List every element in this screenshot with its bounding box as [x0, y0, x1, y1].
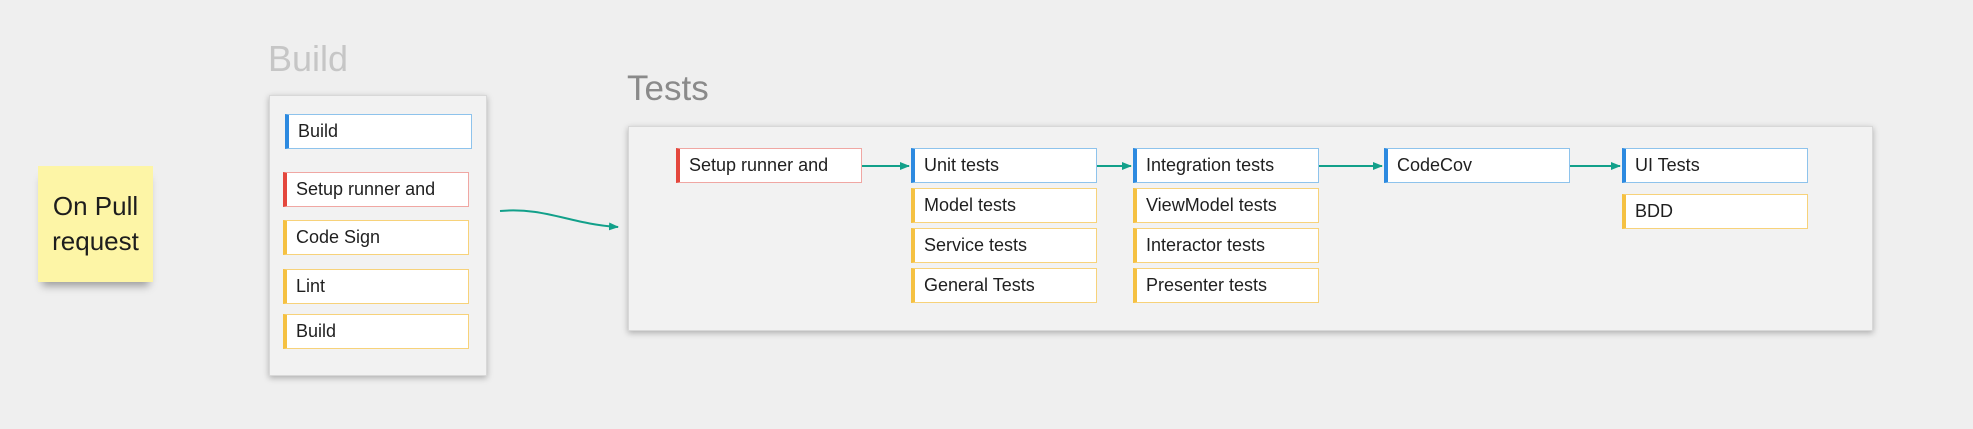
model-tests-card[interactable]: Model tests: [911, 188, 1097, 223]
card-label: Unit tests: [924, 155, 1000, 175]
integration-tests-card[interactable]: Integration tests: [1133, 148, 1319, 183]
service-tests-card[interactable]: Service tests: [911, 228, 1097, 263]
card-label: General Tests: [924, 275, 1035, 295]
presenter-tests-card[interactable]: Presenter tests: [1133, 268, 1319, 303]
bdd-card[interactable]: BDD: [1622, 194, 1808, 229]
card-label: Setup runner and: [296, 179, 436, 199]
card-label: Setup runner and: [689, 155, 829, 175]
sticky-note-text: On Pull request: [52, 191, 139, 256]
interactor-tests-card[interactable]: Interactor tests: [1133, 228, 1319, 263]
card-label: Code Sign: [296, 227, 381, 247]
build-frame-title: Build: [268, 38, 349, 79]
sticky-note[interactable]: On Pull request: [38, 166, 153, 282]
card-label: Lint: [296, 276, 326, 296]
build-to-tests-connector[interactable]: [499, 209, 619, 231]
card-label: Model tests: [924, 195, 1017, 215]
card-label: Interactor tests: [1146, 235, 1266, 255]
unit-tests-card[interactable]: Unit tests: [911, 148, 1097, 183]
card-label: ViewModel tests: [1146, 195, 1277, 215]
card-label: Build: [298, 121, 339, 141]
build-card[interactable]: Build: [285, 114, 472, 149]
card-label: CodeCov: [1397, 155, 1473, 175]
card-label: UI Tests: [1635, 155, 1700, 175]
tests-setup-runner-card[interactable]: Setup runner and: [676, 148, 862, 183]
setup-runner-card[interactable]: Setup runner and: [283, 172, 469, 207]
card-label: Service tests: [924, 235, 1028, 255]
build-step-card[interactable]: Build: [283, 314, 469, 349]
codecov-card[interactable]: CodeCov: [1384, 148, 1570, 183]
card-label: Integration tests: [1146, 155, 1275, 175]
general-tests-card[interactable]: General Tests: [911, 268, 1097, 303]
card-label: BDD: [1635, 201, 1674, 221]
viewmodel-tests-card[interactable]: ViewModel tests: [1133, 188, 1319, 223]
lint-card[interactable]: Lint: [283, 269, 469, 304]
card-label: Presenter tests: [1146, 275, 1268, 295]
card-label: Build: [296, 321, 337, 341]
code-sign-card[interactable]: Code Sign: [283, 220, 469, 255]
ui-tests-card[interactable]: UI Tests: [1622, 148, 1808, 183]
tests-frame-title: Tests: [627, 69, 709, 108]
